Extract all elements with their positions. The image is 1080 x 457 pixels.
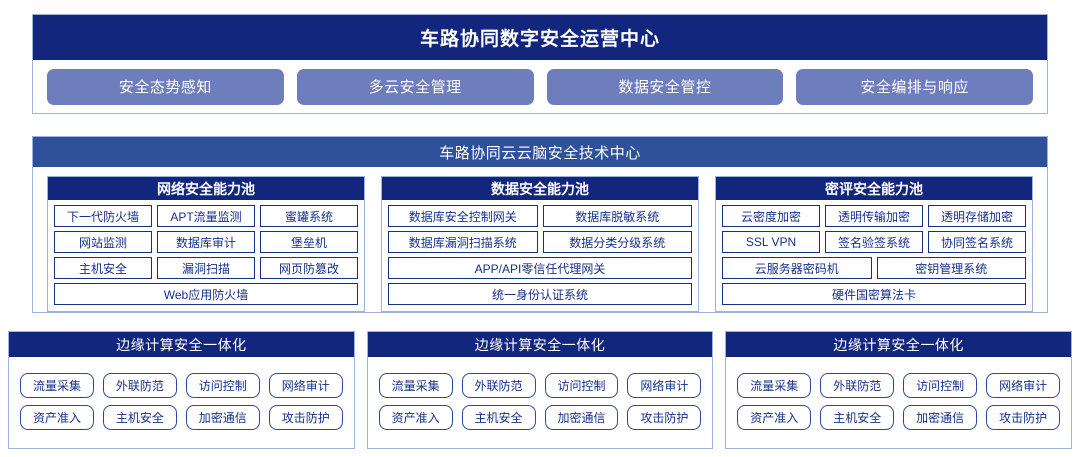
capability-item[interactable]: 统一身份认证系统 xyxy=(388,283,692,305)
edge-item[interactable]: 访问控制 xyxy=(185,373,260,398)
capability-item[interactable]: APT流量监测 xyxy=(157,205,255,227)
edge-item[interactable]: 流量采集 xyxy=(737,373,812,398)
edge-item[interactable]: 加密通信 xyxy=(544,405,619,430)
capability-item[interactable]: SSL VPN xyxy=(722,231,820,253)
edge-item[interactable]: 访问控制 xyxy=(903,373,978,398)
capability-item[interactable]: 堡垒机 xyxy=(260,231,358,253)
edge-item[interactable]: 主机安全 xyxy=(102,405,177,430)
capability-item[interactable]: 数据库漏洞扫描系统 xyxy=(388,231,538,253)
edge-panel-2: 边缘计算安全一体化 流量采集 外联防范 访问控制 网络审计 资产准入 主机安全 … xyxy=(366,331,714,449)
pool-title-crypto-security: 密评安全能力池 xyxy=(716,177,1032,200)
edge-item[interactable]: 外联防范 xyxy=(820,373,895,398)
ops-button-multicloud-security[interactable]: 多云安全管理 xyxy=(296,68,534,105)
edge-row: 资产准入 主机安全 加密通信 攻击防护 xyxy=(737,405,1061,430)
pool-row: 硬件国密算法卡 xyxy=(722,283,1026,305)
capability-item[interactable]: 云密度加密 xyxy=(722,205,820,227)
capability-item[interactable]: 透明传输加密 xyxy=(825,205,923,227)
edge-item[interactable]: 网络审计 xyxy=(986,373,1061,398)
edge-item[interactable]: 外联防范 xyxy=(102,373,177,398)
operation-center-title: 车路协同数字安全运营中心 xyxy=(33,15,1047,60)
edge-panel-1: 边缘计算安全一体化 流量采集 外联防范 访问控制 网络审计 资产准入 主机安全 … xyxy=(8,331,355,449)
edge-panel-body: 流量采集 外联防范 访问控制 网络审计 资产准入 主机安全 加密通信 攻击防护 xyxy=(726,357,1071,448)
pool-network-security: 网络安全能力池 下一代防火墙 APT流量监测 蜜罐系统 网站监测 数据库审计 堡… xyxy=(47,176,365,312)
pool-row: APP/API零信任代理网关 xyxy=(388,257,692,279)
edge-panel-title: 边缘计算安全一体化 xyxy=(9,332,354,357)
capability-item[interactable]: 硬件国密算法卡 xyxy=(722,283,1026,305)
edge-item[interactable]: 主机安全 xyxy=(461,405,536,430)
capability-item[interactable]: 网页防篡改 xyxy=(260,257,358,279)
pool-row: 数据库漏洞扫描系统 数据分类分级系统 xyxy=(388,231,692,253)
edge-panel-title: 边缘计算安全一体化 xyxy=(726,332,1072,357)
pool-body-data-security: 数据库安全控制网关 数据库脱敏系统 数据库漏洞扫描系统 数据分类分级系统 APP… xyxy=(382,200,698,311)
edge-item[interactable]: 加密通信 xyxy=(185,405,260,430)
cloud-brain-panel: 车路协同云云脑安全技术中心 网络安全能力池 下一代防火墙 APT流量监测 蜜罐系… xyxy=(32,136,1048,313)
edge-computing-row: 边缘计算安全一体化 流量采集 外联防范 访问控制 网络审计 资产准入 主机安全 … xyxy=(8,331,1073,449)
pool-row: Web应用防火墙 xyxy=(54,283,358,305)
capability-item[interactable]: 数据库安全控制网关 xyxy=(388,205,538,227)
edge-item[interactable]: 流量采集 xyxy=(378,373,453,398)
edge-row: 流量采集 外联防范 访问控制 网络审计 xyxy=(378,373,702,398)
pool-body-crypto-security: 云密度加密 透明传输加密 透明存储加密 SSL VPN 签名验签系统 协同签名系… xyxy=(716,200,1032,311)
capability-item[interactable]: 透明存储加密 xyxy=(928,205,1026,227)
pool-body-network-security: 下一代防火墙 APT流量监测 蜜罐系统 网站监测 数据库审计 堡垒机 主机安全 … xyxy=(48,200,364,311)
edge-panel-3: 边缘计算安全一体化 流量采集 外联防范 访问控制 网络审计 资产准入 主机安全 … xyxy=(725,331,1073,449)
capability-item[interactable]: 协同签名系统 xyxy=(928,231,1026,253)
ops-button-situation-awareness[interactable]: 安全态势感知 xyxy=(47,68,284,105)
ops-button-soar[interactable]: 安全编排与响应 xyxy=(796,68,1033,105)
pool-row: 云密度加密 透明传输加密 透明存储加密 xyxy=(722,205,1026,227)
pool-row: 数据库安全控制网关 数据库脱敏系统 xyxy=(388,205,692,227)
capability-item[interactable]: 云服务器密码机 xyxy=(722,257,872,279)
cloud-brain-title: 车路协同云云脑安全技术中心 xyxy=(33,137,1047,167)
pool-title-network-security: 网络安全能力池 xyxy=(48,177,364,200)
capability-item[interactable]: 密钥管理系统 xyxy=(876,257,1026,279)
pool-row: SSL VPN 签名验签系统 协同签名系统 xyxy=(722,231,1026,253)
edge-row: 流量采集 外联防范 访问控制 网络审计 xyxy=(737,373,1061,398)
capability-item[interactable]: 数据分类分级系统 xyxy=(542,231,692,253)
operation-center-panel: 车路协同数字安全运营中心 安全态势感知 多云安全管理 数据安全管控 安全编排与响… xyxy=(32,14,1048,114)
edge-row: 流量采集 外联防范 访问控制 网络审计 xyxy=(20,373,343,398)
edge-item[interactable]: 攻击防护 xyxy=(986,405,1061,430)
capability-item[interactable]: 漏洞扫描 xyxy=(157,257,255,279)
operation-center-button-row: 安全态势感知 多云安全管理 数据安全管控 安全编排与响应 xyxy=(33,60,1047,113)
edge-item[interactable]: 外联防范 xyxy=(461,373,536,398)
edge-row: 资产准入 主机安全 加密通信 攻击防护 xyxy=(20,405,343,430)
edge-panel-body: 流量采集 外联防范 访问控制 网络审计 资产准入 主机安全 加密通信 攻击防护 xyxy=(368,357,713,448)
pool-crypto-security: 密评安全能力池 云密度加密 透明传输加密 透明存储加密 SSL VPN 签名验签… xyxy=(715,176,1033,312)
edge-item[interactable]: 资产准入 xyxy=(20,405,94,430)
edge-item[interactable]: 流量采集 xyxy=(20,373,94,398)
ops-button-data-security-control[interactable]: 数据安全管控 xyxy=(546,68,784,105)
pool-row: 云服务器密码机 密钥管理系统 xyxy=(722,257,1026,279)
pool-row: 网站监测 数据库审计 堡垒机 xyxy=(54,231,358,253)
edge-panel-body: 流量采集 外联防范 访问控制 网络审计 资产准入 主机安全 加密通信 攻击防护 xyxy=(9,357,354,448)
edge-panel-title: 边缘计算安全一体化 xyxy=(367,332,713,357)
pool-row: 主机安全 漏洞扫描 网页防篡改 xyxy=(54,257,358,279)
edge-item[interactable]: 资产准入 xyxy=(737,405,812,430)
edge-item[interactable]: 主机安全 xyxy=(820,405,895,430)
capability-item[interactable]: 签名验签系统 xyxy=(825,231,923,253)
pool-row: 统一身份认证系统 xyxy=(388,283,692,305)
capability-item[interactable]: 蜜罐系统 xyxy=(260,205,358,227)
capability-item[interactable]: 网站监测 xyxy=(54,231,152,253)
capability-pool-row: 网络安全能力池 下一代防火墙 APT流量监测 蜜罐系统 网站监测 数据库审计 堡… xyxy=(33,167,1047,322)
capability-item[interactable]: 下一代防火墙 xyxy=(54,205,152,227)
edge-item[interactable]: 加密通信 xyxy=(903,405,978,430)
edge-item[interactable]: 网络审计 xyxy=(268,373,343,398)
capability-item[interactable]: 数据库审计 xyxy=(157,231,255,253)
pool-title-data-security: 数据安全能力池 xyxy=(382,177,698,200)
edge-item[interactable]: 攻击防护 xyxy=(268,405,343,430)
edge-item[interactable]: 访问控制 xyxy=(544,373,619,398)
pool-data-security: 数据安全能力池 数据库安全控制网关 数据库脱敏系统 数据库漏洞扫描系统 数据分类… xyxy=(381,176,699,312)
edge-row: 资产准入 主机安全 加密通信 攻击防护 xyxy=(378,405,702,430)
capability-item[interactable]: APP/API零信任代理网关 xyxy=(388,257,692,279)
edge-item[interactable]: 资产准入 xyxy=(378,405,453,430)
capability-item[interactable]: 主机安全 xyxy=(54,257,152,279)
edge-item[interactable]: 网络审计 xyxy=(627,373,702,398)
capability-item[interactable]: Web应用防火墙 xyxy=(54,283,358,305)
edge-item[interactable]: 攻击防护 xyxy=(627,405,702,430)
capability-item[interactable]: 数据库脱敏系统 xyxy=(542,205,692,227)
pool-row: 下一代防火墙 APT流量监测 蜜罐系统 xyxy=(54,205,358,227)
